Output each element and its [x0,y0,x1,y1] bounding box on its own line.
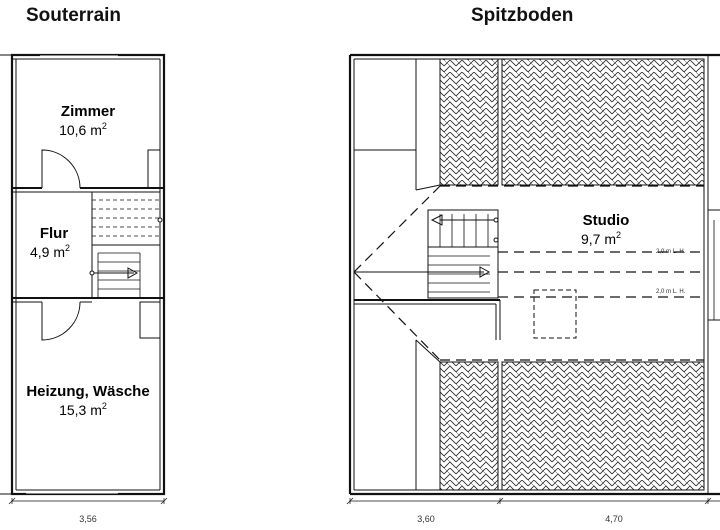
roof-ridge-lines [353,185,704,361]
room-area-studio: 9,7 m2 [581,230,621,247]
spitzboden-dimension-line [346,497,720,505]
roof-slope-hatch [501,361,705,491]
room-area-zimmer: 10,6 m2 [59,121,107,138]
skylight-outline [533,289,577,339]
room-area-heizung: 15,3 m2 [59,401,107,418]
door-swing-zimmer [41,149,81,189]
spitzboden-title: Spitzboden [471,5,574,26]
room-name-zimmer: Zimmer [61,103,115,120]
souterrain-title: Souterrain [26,5,122,26]
souterrain-plan [0,53,168,505]
roof-slope-hatch [439,58,499,186]
dimension-souterrain: 3,56 [79,514,97,524]
roof-slope-hatch [501,58,705,186]
door-swing-heizung [41,301,81,341]
room-name-studio: Studio [583,212,630,229]
room-name-flur: Flur [40,225,68,242]
dimension-spitzboden-left: 3,60 [417,514,435,524]
spitzboden-plan [346,53,720,505]
souterrain-stairs [89,191,163,299]
height-label: 2,0 m L. H. [656,249,686,255]
room-area-flur: 4,9 m2 [30,243,70,260]
room-name-heizung: Heizung, Wäsche [26,383,149,400]
souterrain-outer-wall [10,53,166,496]
roof-slope-hatch [439,361,499,491]
spitzboden-stairs [354,209,499,299]
height-label: 2,0 m L. H. [656,289,686,295]
dimension-spitzboden-right: 4,70 [605,514,623,524]
souterrain-dimension-line [8,497,168,505]
